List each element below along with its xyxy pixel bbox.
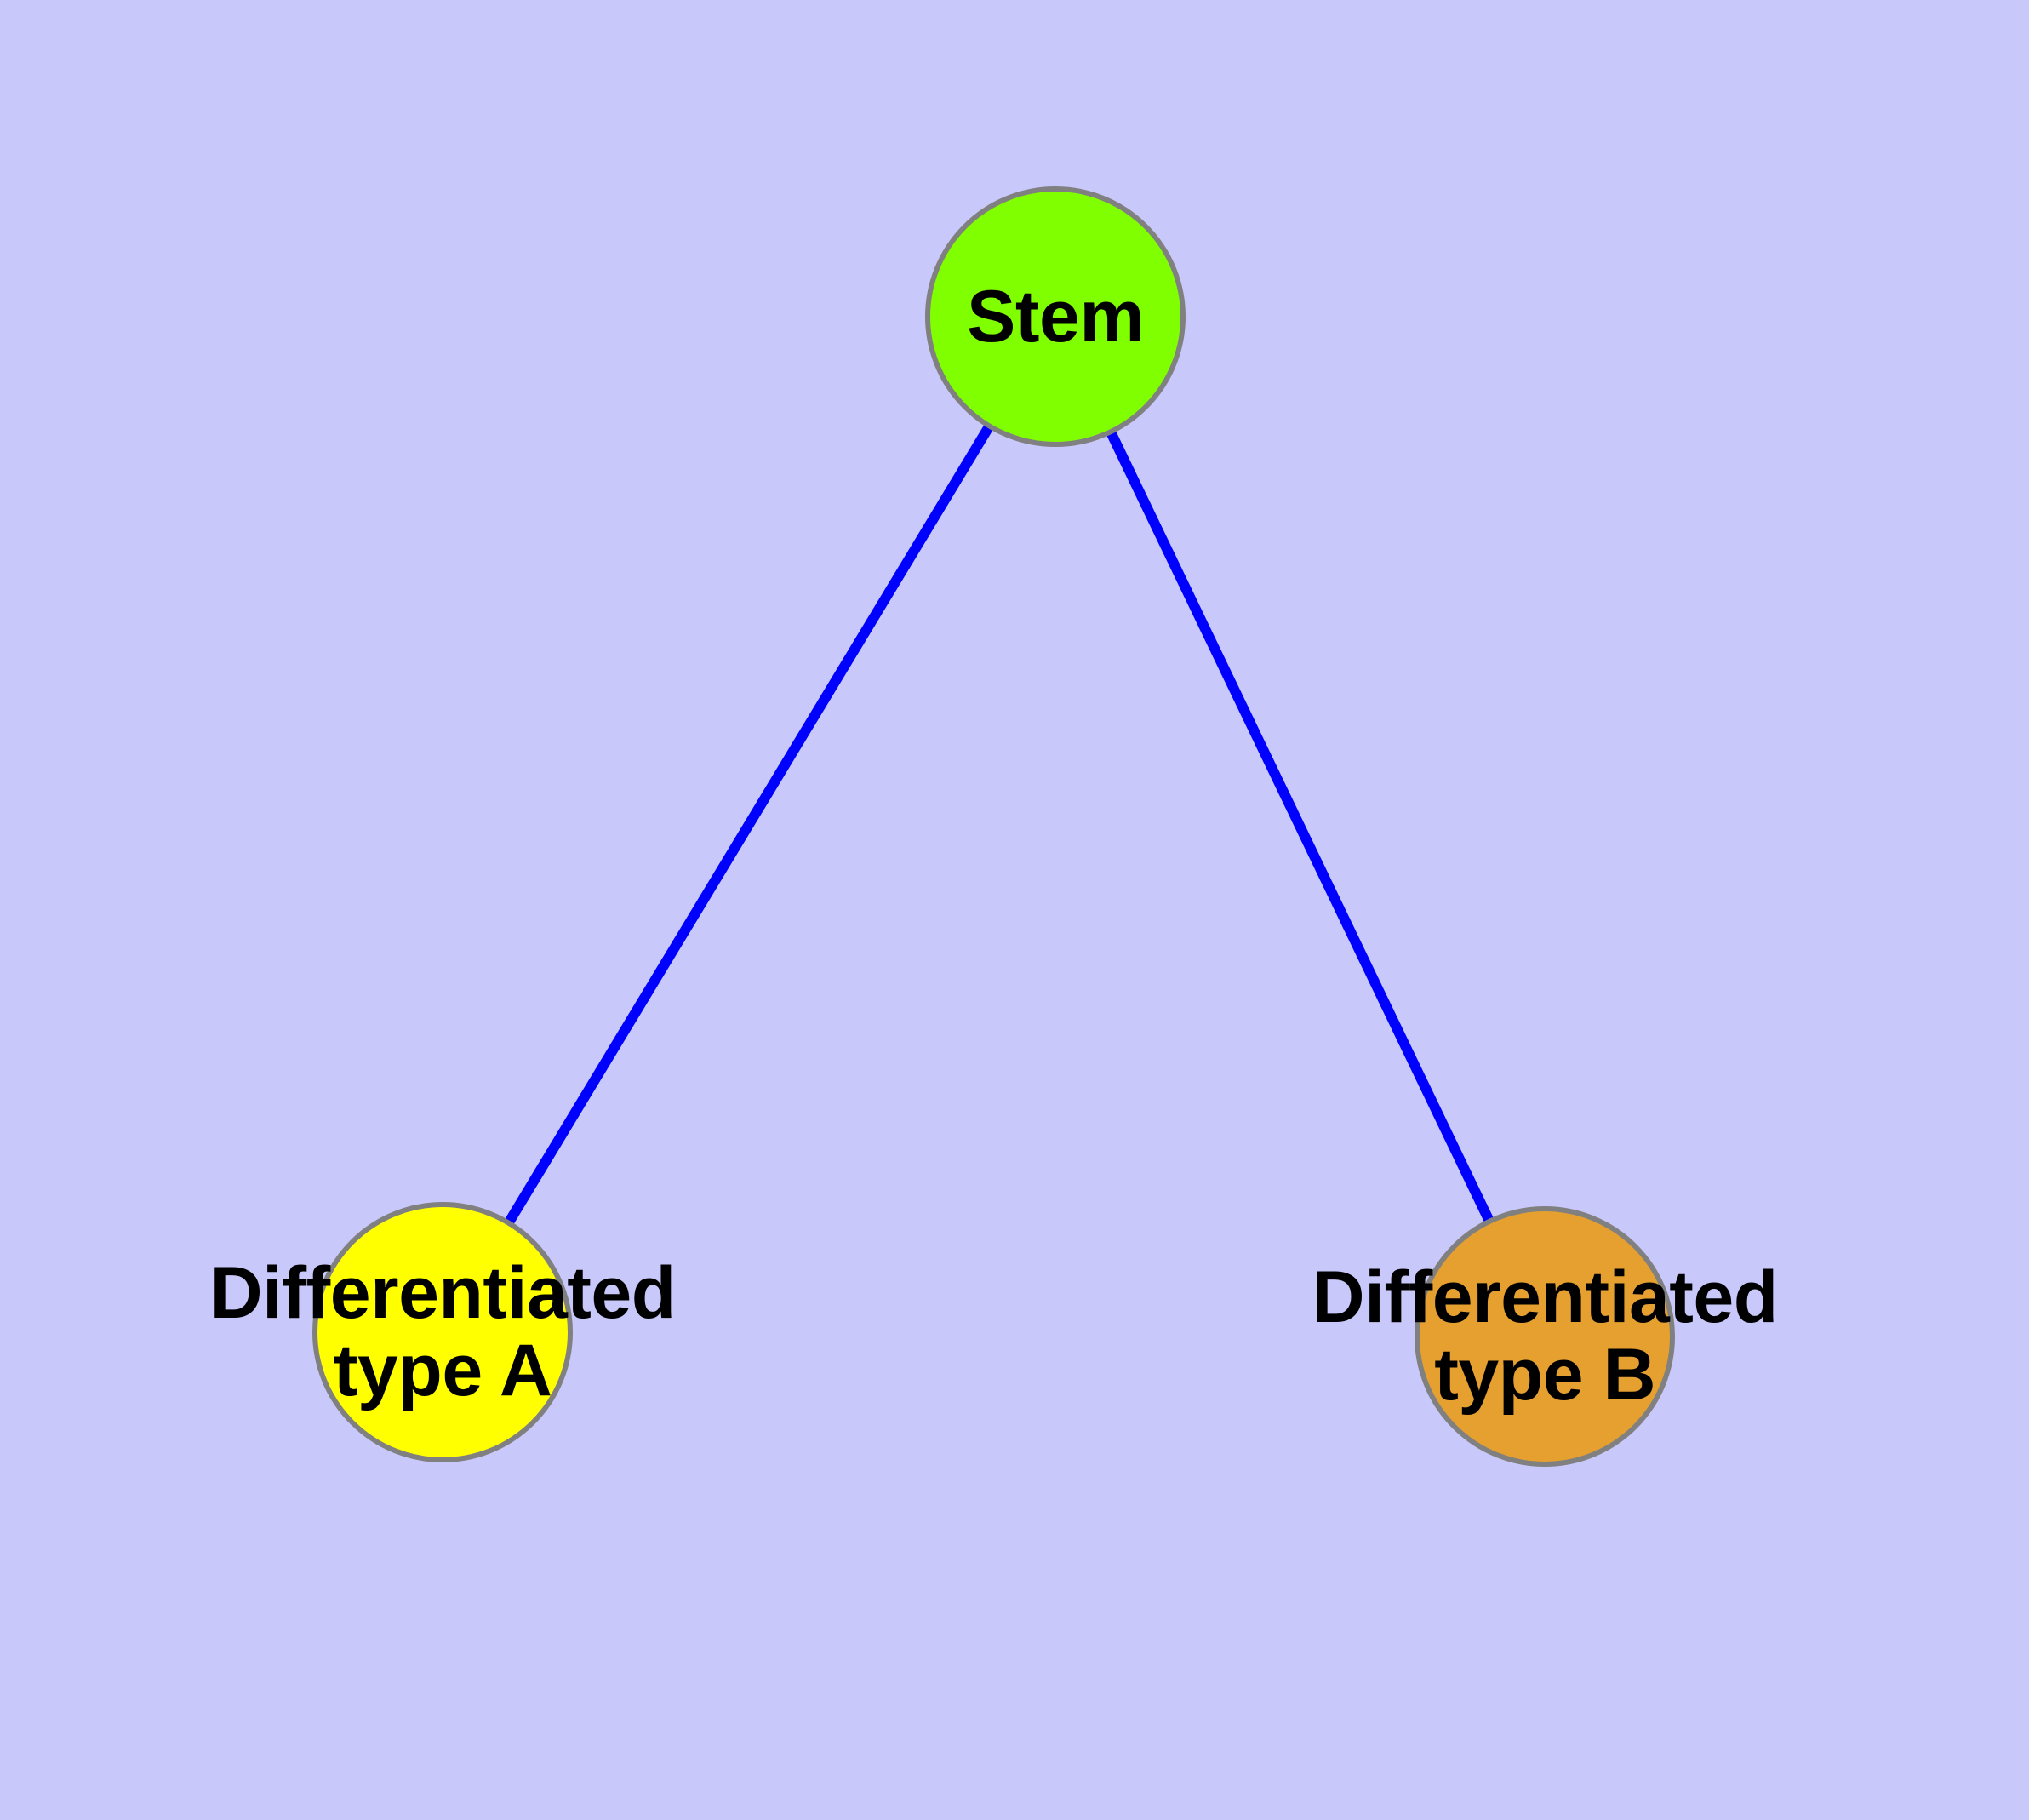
graph-edge-stem-to-diff_a[interactable]: [504, 423, 994, 1226]
graph-node-stem[interactable]: [925, 186, 1186, 447]
edge-layer: [504, 423, 1495, 1226]
graph-node-diff_a[interactable]: [312, 1202, 573, 1462]
graph-node-diff_b[interactable]: [1415, 1206, 1675, 1467]
node-layer: [312, 186, 1675, 1467]
graph-edge-stem-to-diff_b[interactable]: [1106, 429, 1495, 1224]
